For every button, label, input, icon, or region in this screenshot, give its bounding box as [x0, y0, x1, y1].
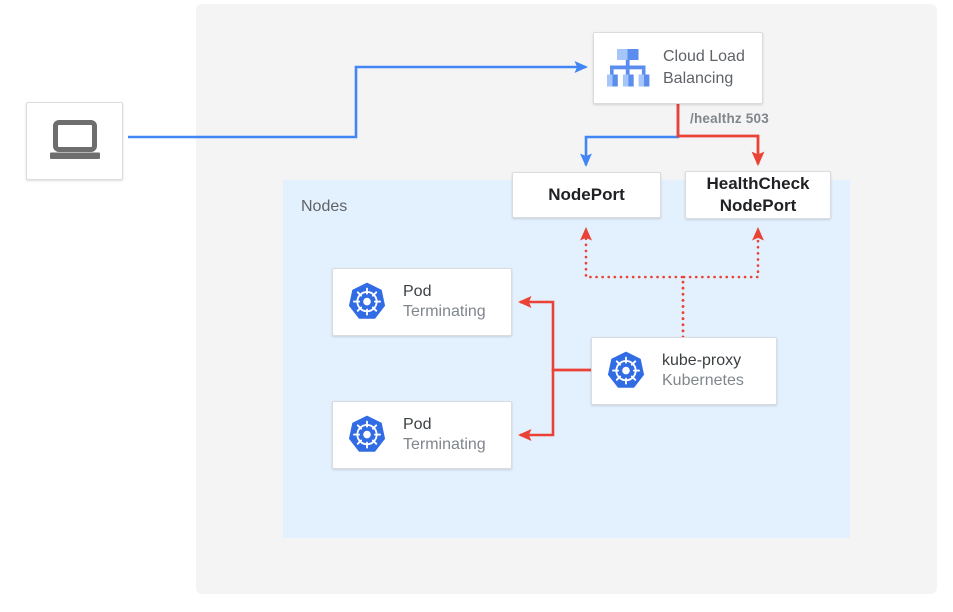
pod-bottom-status: Terminating	[403, 436, 486, 453]
laptop-icon	[47, 119, 103, 163]
cloud-load-balancing-label-line1: Cloud Load	[663, 48, 745, 66]
pod-top-status: Terminating	[403, 303, 486, 320]
healthcheck-nodeport-node[interactable]: HealthCheck NodePort	[685, 171, 831, 219]
nodes-region-label: Nodes	[301, 198, 348, 215]
kubernetes-icon	[604, 349, 648, 393]
pod-bottom-node[interactable]: Pod Terminating	[332, 401, 512, 469]
nodeport-label: NodePort	[548, 184, 625, 204]
nodeport-node[interactable]: NodePort	[512, 172, 661, 218]
pod-top-label: Pod Terminating	[403, 282, 486, 322]
cloud-load-balancing-label-line2: Balancing	[663, 70, 734, 87]
kube-proxy-node[interactable]: kube-proxy Kubernetes	[591, 337, 777, 405]
pod-bottom-label: Pod Terminating	[403, 415, 486, 455]
pod-top-title: Pod	[403, 283, 432, 300]
healthcheck-nodeport-label-line2: NodePort	[719, 196, 797, 215]
cloud-load-balancing-label: Cloud Load Balancing	[663, 46, 745, 89]
healthz-edge-label: /healthz 503	[690, 111, 769, 126]
pod-top-node[interactable]: Pod Terminating	[332, 268, 512, 336]
kubernetes-icon	[345, 280, 389, 324]
kube-proxy-label: kube-proxy Kubernetes	[662, 351, 744, 391]
kube-proxy-subtitle: Kubernetes	[662, 372, 744, 389]
healthcheck-nodeport-label-line1: HealthCheck	[706, 173, 810, 193]
pod-bottom-title: Pod	[403, 416, 432, 433]
cloud-load-balancing-node[interactable]: Cloud Load Balancing	[593, 32, 763, 104]
client-node[interactable]	[26, 102, 123, 180]
kubernetes-icon	[345, 413, 389, 457]
kube-proxy-title: kube-proxy	[662, 352, 742, 369]
cloud-load-balancing-icon	[605, 45, 651, 91]
